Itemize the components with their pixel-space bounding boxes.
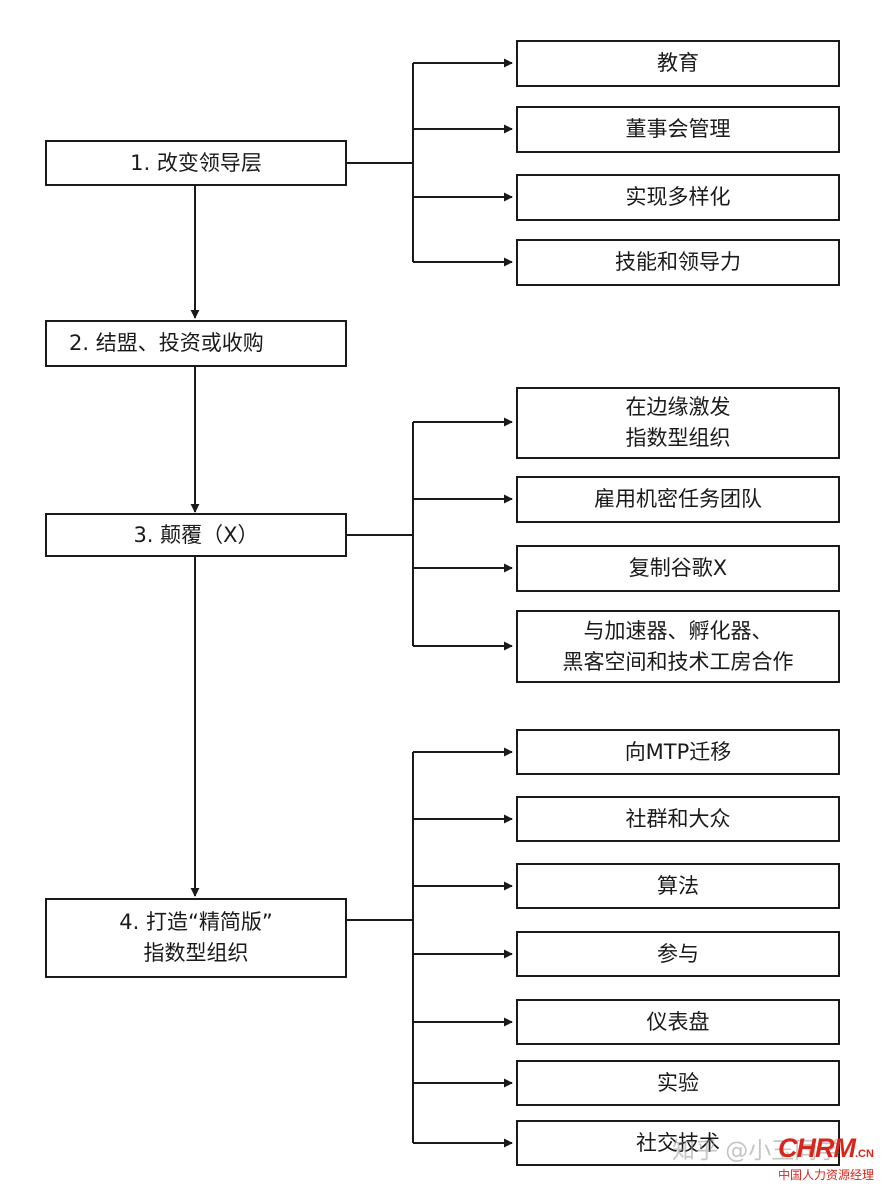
step3-sub-box-4: 与加速器、孵化器、 黑客空间和技术工房合作 (516, 610, 840, 683)
step4-sub-box-4: 参与 (516, 931, 840, 977)
step-box-3-line-1: 3. 颠覆（X） (133, 522, 259, 547)
step1-sub-box-4-text: 技能和领导力 (615, 250, 741, 274)
step-box-1: 1. 改变领导层 (45, 140, 347, 186)
zhihu-watermark-text: 知乎 @小玉同学 (672, 1138, 841, 1164)
step4-sub-box-4-text: 参与 (657, 941, 699, 966)
step4-sub-box-1-text: 向MTP迁移 (624, 739, 732, 764)
step-box-1-line-1: 1. 改变领导层 (130, 150, 262, 175)
step4-sub-box-7-text: 社交技术 (636, 1130, 720, 1155)
step4-sub-box-3: 算法 (516, 863, 840, 909)
step1-sub-box-2-text: 董事会管理 (625, 117, 731, 141)
step4-sub-box-3-text: 算法 (657, 873, 699, 898)
step1-sub-box-1: 教育 (516, 40, 840, 87)
step3-sub-box-2: 雇用机密任务团队 (516, 476, 840, 523)
chrm-logo: CHRM.CN 中国人力资源经理 (778, 1134, 886, 1182)
step1-sub-box-2: 董事会管理 (516, 106, 840, 153)
step3-sub-box-1-line-2: 指数型组织 (625, 426, 731, 450)
zhihu-watermark: 知乎 @小玉同学 (672, 1131, 840, 1165)
step3-sub-box-3-text: 复制谷歌X (628, 556, 728, 580)
step4-sub-box-5: 仪表盘 (516, 999, 840, 1045)
step4-sub-box-7: 社交技术 (516, 1120, 840, 1166)
step4-sub-box-5-text: 仪表盘 (646, 1009, 710, 1034)
step1-sub-box-3-text: 实现多样化 (625, 185, 731, 209)
step3-sub-box-2-text: 雇用机密任务团队 (594, 487, 762, 511)
step-box-4: 4. 打造“精简版” 指数型组织 (45, 898, 347, 978)
chrm-domain-text: .CN (855, 1148, 874, 1160)
step-box-2: 2. 结盟、投资或收购 (45, 320, 347, 367)
step3-sub-box-1: 在边缘激发 指数型组织 (516, 387, 840, 459)
step4-sub-box-6-text: 实验 (657, 1070, 699, 1095)
step3-sub-box-4-line-1: 与加速器、孵化器、 (583, 618, 773, 643)
step1-sub-box-1-text: 教育 (657, 51, 699, 75)
step3-sub-box-1-line-1: 在边缘激发 (625, 395, 731, 419)
step4-sub-box-1: 向MTP迁移 (516, 729, 840, 775)
chrm-tagline: 中国人力资源经理 (778, 1168, 875, 1182)
step3-sub-box-4-line-2: 黑客空间和技术工房合作 (562, 649, 794, 674)
step3-sub-box-3: 复制谷歌X (516, 545, 840, 592)
step-box-4-line-1: 4. 打造“精简版” (119, 910, 273, 934)
step4-sub-box-2: 社群和大众 (516, 796, 840, 842)
step-box-4-line-2: 指数型组织 (143, 941, 249, 965)
step-box-2-line-1: 2. 结盟、投资或收购 (69, 331, 264, 355)
step1-sub-box-3: 实现多样化 (516, 174, 840, 221)
step4-sub-box-2-text: 社群和大众 (625, 806, 731, 831)
step4-sub-box-6: 实验 (516, 1060, 840, 1106)
chrm-brand-text: CHRM (778, 1133, 856, 1163)
step-box-3: 3. 颠覆（X） (45, 513, 347, 557)
step1-sub-box-4: 技能和领导力 (516, 239, 840, 286)
